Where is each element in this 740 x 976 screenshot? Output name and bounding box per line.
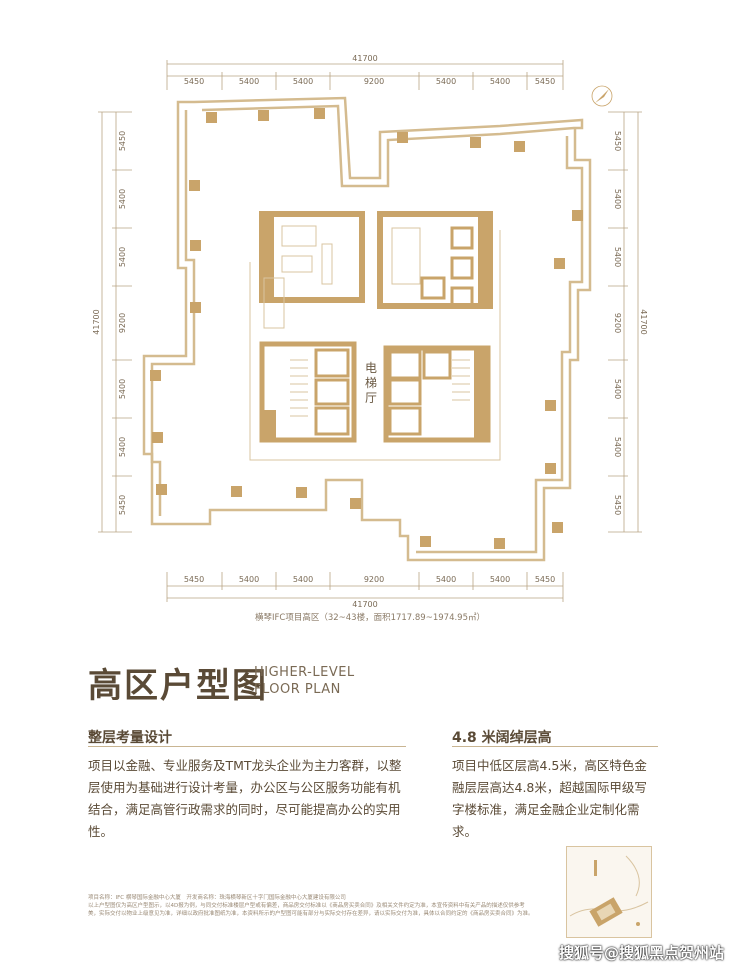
right-seg-3: 5400 <box>613 247 622 267</box>
top-segments: 5450 5400 5400 9200 5400 5400 5450 <box>184 77 555 86</box>
total-width-top: 41700 <box>352 54 377 63</box>
column <box>572 210 583 221</box>
column <box>545 463 556 474</box>
bottom-seg-1: 5450 <box>184 575 204 584</box>
right-seg-2: 5400 <box>613 189 622 209</box>
title-en-line2: FLOOR PLAN <box>254 682 341 697</box>
left-seg-5: 5400 <box>118 379 127 399</box>
left-seg-4: 9200 <box>118 313 127 333</box>
column <box>190 302 201 313</box>
right-segments: 5450 5400 5400 9200 5400 5400 5450 <box>613 131 622 515</box>
section-right-divider <box>452 746 658 747</box>
right-seg-1: 5450 <box>613 131 622 151</box>
bottom-seg-2: 5400 <box>239 575 259 584</box>
column <box>189 180 200 191</box>
top-seg-7: 5450 <box>535 77 555 86</box>
column <box>397 132 408 143</box>
compass-icon <box>591 85 613 107</box>
left-seg-7: 5450 <box>118 495 127 515</box>
column <box>314 108 325 119</box>
total-height-right: 41700 <box>639 309 648 334</box>
section-left-divider <box>88 746 406 747</box>
plan-caption: 横琴IFC项目高区（32~43楼，面积1717.89~1974.95㎡） <box>254 613 485 623</box>
right-seg-5: 5400 <box>613 379 622 399</box>
bottom-seg-3: 5400 <box>293 575 313 584</box>
column <box>514 141 525 152</box>
column <box>470 137 481 148</box>
bottom-seg-6: 5400 <box>490 575 510 584</box>
bottom-seg-4: 9200 <box>364 575 384 584</box>
column <box>258 110 269 121</box>
legal-fine-print: 项目名称：IFC 横琴国际金融中心大厦 开发商名称：珠海横琴新区十字门国际金融中… <box>88 895 534 917</box>
title-en-line1: HIGHER-LEVEL <box>254 665 355 680</box>
key-plan-thumbnail <box>566 846 652 938</box>
structural-columns <box>150 108 583 549</box>
bottom-seg-5: 5400 <box>436 575 456 584</box>
column <box>420 536 431 547</box>
bottom-segments: 5450 5400 5400 9200 5400 5400 5450 <box>184 575 555 584</box>
column <box>494 538 505 549</box>
total-width-bottom: 41700 <box>352 600 377 609</box>
column <box>156 484 167 495</box>
left-seg-3: 5400 <box>118 247 127 267</box>
column <box>231 486 242 497</box>
page-title: 高区户型图 <box>88 666 268 706</box>
top-seg-6: 5400 <box>490 77 510 86</box>
top-dimension <box>166 60 564 90</box>
floor-plan: 41700 5450 5400 5400 9200 5400 5400 5450… <box>92 54 648 609</box>
top-seg-4: 9200 <box>364 77 384 86</box>
section-left-text: 项目以金融、专业服务及TMT龙头企业为主力客群，以整层使用为基础进行设计考量，办… <box>88 758 402 839</box>
column <box>350 498 361 509</box>
column <box>150 370 161 381</box>
section-right-title: 4.8 米阔绰层高 <box>452 730 552 746</box>
column <box>296 487 307 498</box>
left-dimension <box>98 111 132 533</box>
bottom-dimension <box>166 572 564 602</box>
left-segments: 5450 5400 5400 9200 5400 5400 5450 <box>118 131 127 515</box>
left-seg-2: 5400 <box>118 189 127 209</box>
right-seg-4: 9200 <box>613 313 622 333</box>
section-right-text: 项目中低区层高4.5米，高区特色金融层层高达4.8米，超越国际甲级写字楼标准，满… <box>452 758 647 839</box>
building-core <box>249 211 501 461</box>
total-height-left: 41700 <box>92 309 101 334</box>
bottom-seg-7: 5450 <box>535 575 555 584</box>
column <box>545 400 556 411</box>
right-dimension <box>608 111 642 533</box>
column <box>552 522 563 533</box>
left-seg-1: 5450 <box>118 131 127 151</box>
left-seg-6: 5400 <box>118 437 127 457</box>
column <box>554 258 565 269</box>
elevator-hall-label: 电梯厅 <box>365 361 377 405</box>
building-outline <box>142 96 592 562</box>
page-title-en: HIGHER-LEVEL FLOOR PLAN <box>254 664 355 698</box>
column <box>190 240 201 251</box>
top-seg-1: 5450 <box>184 77 204 86</box>
right-seg-6: 5400 <box>613 437 622 457</box>
top-seg-2: 5400 <box>239 77 259 86</box>
top-seg-3: 5400 <box>293 77 313 86</box>
column <box>206 112 217 123</box>
watermark: 搜狐号@搜狐黑点贺州站 <box>558 944 724 962</box>
top-seg-5: 5400 <box>436 77 456 86</box>
column <box>152 432 163 443</box>
right-seg-7: 5450 <box>613 495 622 515</box>
section-left-title: 整层考量设计 <box>88 730 172 746</box>
